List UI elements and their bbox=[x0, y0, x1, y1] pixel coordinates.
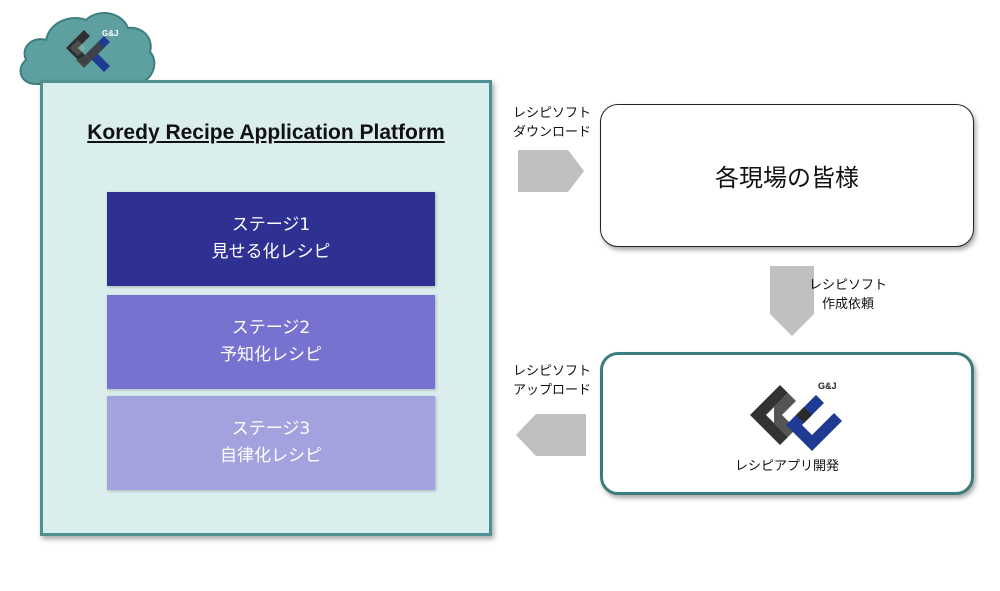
company-logo-icon: G&J bbox=[750, 381, 842, 451]
company-cloud-logo: G&J bbox=[14, 6, 156, 92]
stage-3-name: 自律化レシピ bbox=[220, 446, 322, 466]
stage-1-box: ステージ1 見せる化レシピ bbox=[107, 192, 435, 286]
stage-2-name: 予知化レシピ bbox=[220, 345, 322, 365]
stage-1-number: ステージ1 bbox=[231, 215, 311, 235]
stage-3-number: ステージ3 bbox=[231, 419, 311, 439]
stage-2-number: ステージ2 bbox=[231, 318, 311, 338]
stage-1-name: 見せる化レシピ bbox=[211, 242, 331, 262]
upload-label: レシピソフト アップロード bbox=[512, 364, 591, 398]
app-dev-label: レシピアプリ開発 bbox=[734, 459, 839, 474]
platform-title: Koredy Recipe Application Platform bbox=[87, 121, 445, 144]
arrow-down-icon bbox=[770, 266, 814, 336]
arrow-right-icon bbox=[518, 150, 584, 192]
sites-box: 各現場の皆様 bbox=[600, 104, 974, 247]
platform-panel: Koredy Recipe Application Platform ステージ1… bbox=[40, 80, 492, 536]
download-label: レシピソフト ダウンロード bbox=[512, 106, 591, 140]
arrow-left-icon bbox=[516, 414, 586, 456]
cloud-logo-text: G&J bbox=[102, 29, 118, 38]
sites-label: 各現場の皆様 bbox=[715, 164, 859, 192]
app-dev-box: G&J レシピアプリ開発 bbox=[600, 352, 974, 495]
stage-2-box: ステージ2 予知化レシピ bbox=[107, 295, 435, 389]
dev-logo-text: G&J bbox=[818, 381, 837, 391]
stage-3-box: ステージ3 自律化レシピ bbox=[107, 396, 435, 490]
request-label: レシピソフト 作成依頼 bbox=[808, 278, 887, 312]
